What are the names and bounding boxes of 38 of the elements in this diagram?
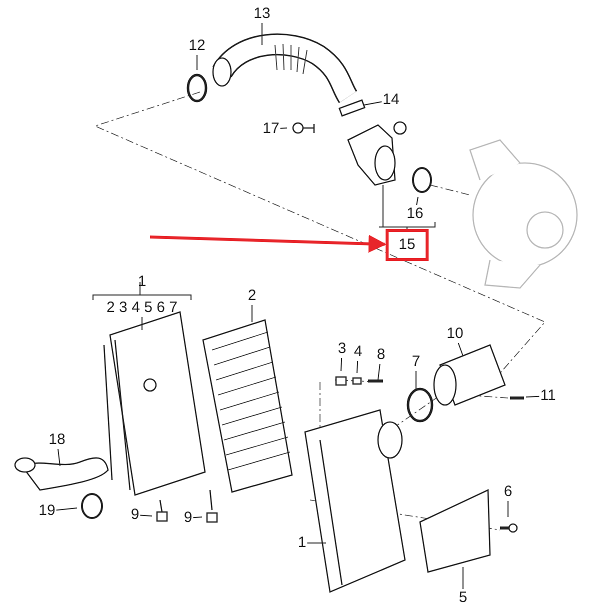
callout-number: 19	[38, 503, 56, 519]
callout-number: 6	[504, 484, 512, 500]
leader-line	[192, 516, 202, 518]
callout-number: 9	[184, 510, 192, 526]
callout-number: 9	[130, 507, 140, 523]
callout-number: 1	[298, 535, 306, 551]
callout-number: 3	[338, 341, 346, 357]
leader-line	[340, 358, 342, 372]
callout-number: 1	[138, 274, 146, 290]
callout-number: 11	[540, 388, 556, 404]
callout-number: 8	[376, 347, 386, 363]
leader-line	[526, 396, 540, 398]
leader-line	[462, 566, 464, 590]
callout-number: 12	[188, 38, 206, 54]
leader-line	[306, 542, 326, 544]
leader-line	[280, 128, 288, 129]
leader-line	[356, 360, 358, 374]
leader-line	[364, 101, 382, 106]
callout-number: 16	[406, 206, 424, 222]
callout-number: 18	[48, 432, 66, 448]
leader-line	[458, 342, 464, 356]
highlighted-callout-number: 15	[386, 229, 428, 261]
leader-line	[196, 54, 198, 70]
callout-number: 10	[446, 326, 464, 342]
leader-line	[56, 508, 78, 511]
callout-numbers: 2 3 4 5 6 7	[106, 300, 178, 316]
leader-line	[378, 364, 380, 380]
callout-number: 7	[412, 354, 420, 370]
callout-number: 14	[382, 92, 400, 108]
leader-line	[140, 514, 152, 516]
arrow	[150, 234, 386, 253]
callout-number: 17	[262, 121, 280, 137]
callout-number: 13	[254, 6, 270, 22]
callout-number: 5	[458, 590, 468, 606]
leader-line	[58, 448, 60, 466]
callout-number: 2	[248, 288, 256, 304]
leader-line	[416, 196, 418, 206]
callout-number: 4	[354, 344, 362, 360]
